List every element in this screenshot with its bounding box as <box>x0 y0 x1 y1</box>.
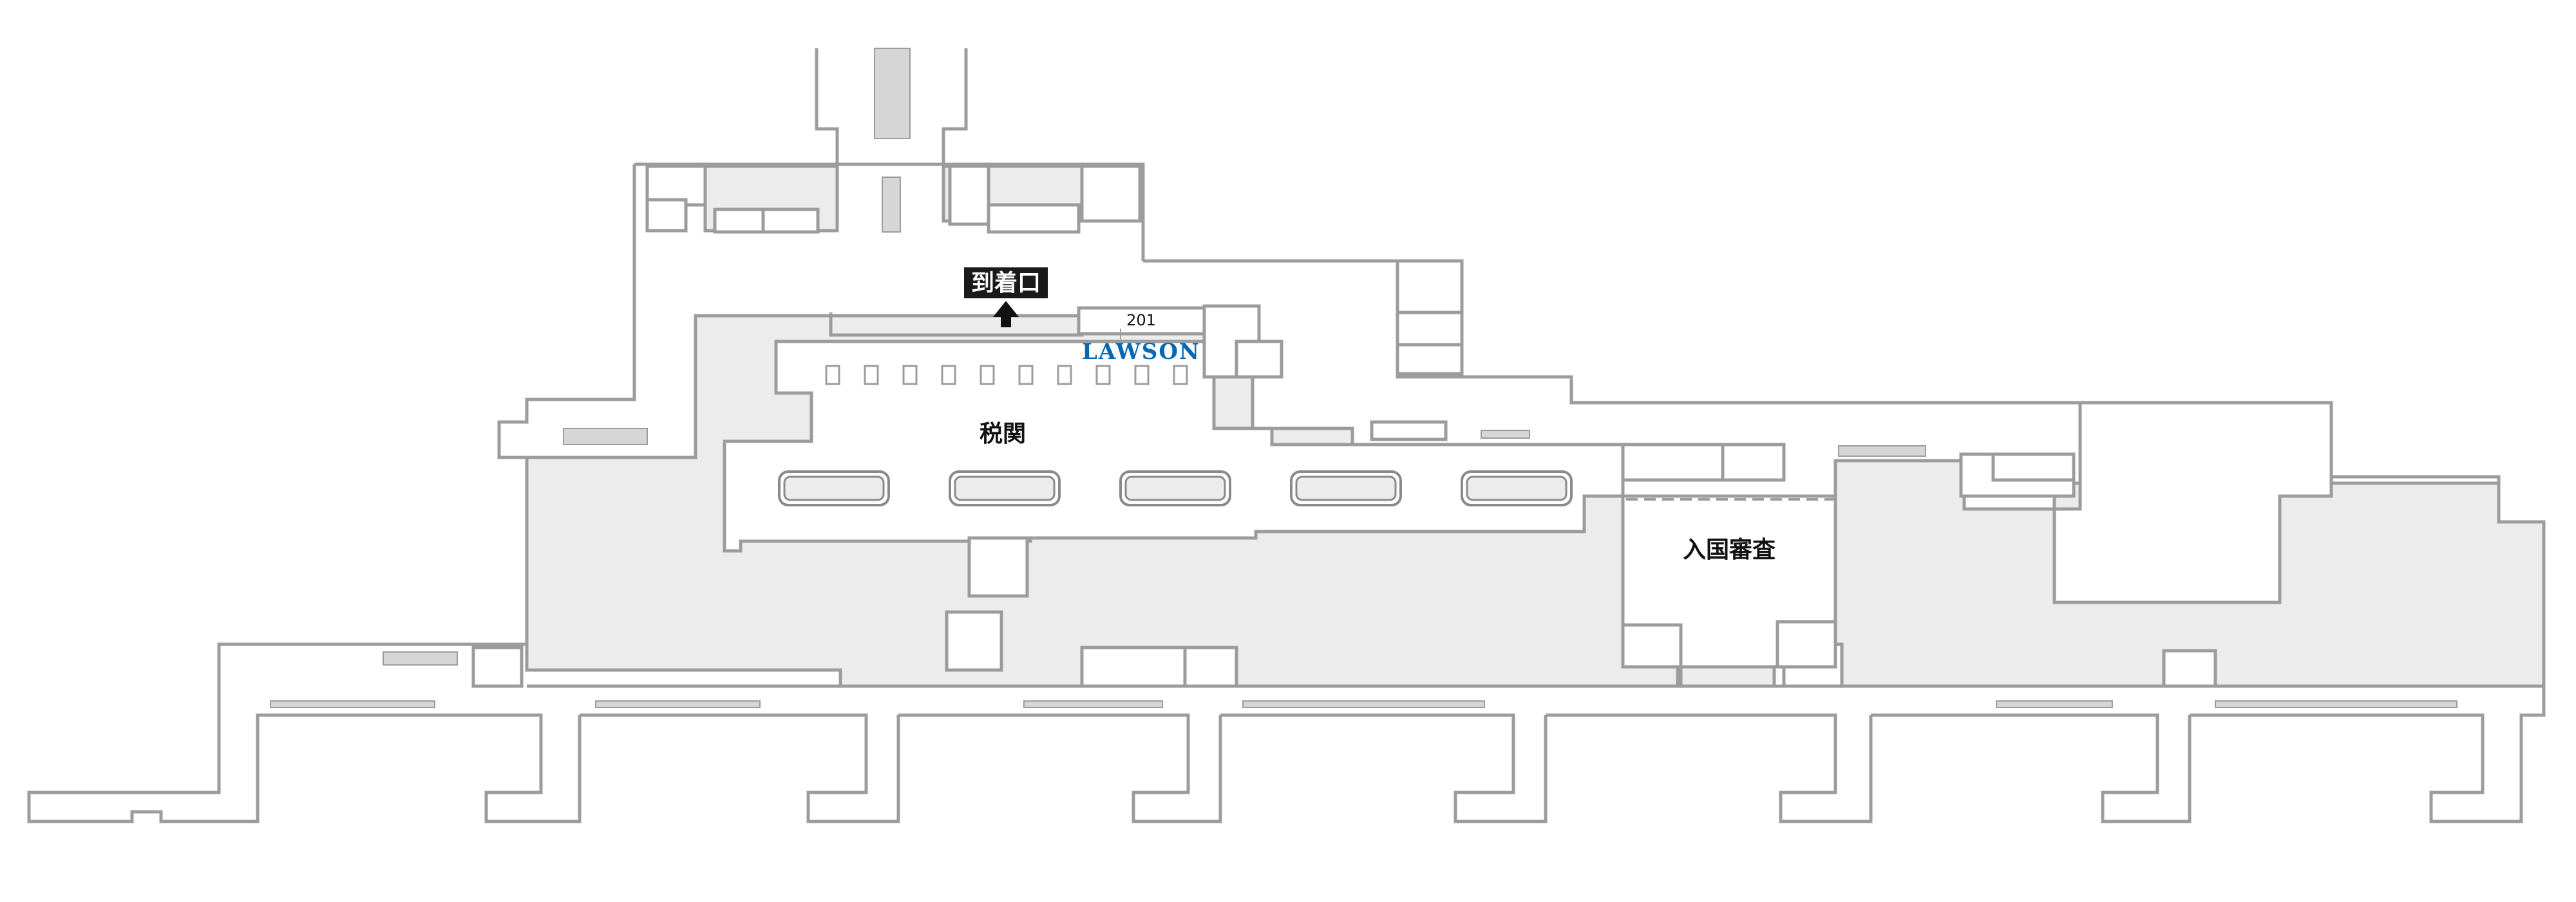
customs-booth <box>941 365 956 385</box>
moving-walkways <box>270 428 2458 708</box>
upper-block <box>632 162 1145 261</box>
baggage-carousel <box>1461 470 1573 506</box>
room-se-3 <box>1776 620 1837 669</box>
room-ur-1 <box>948 164 990 226</box>
baggage-carousel <box>1119 470 1231 506</box>
room-s-2 <box>967 536 1029 598</box>
room-s-1 <box>945 610 1003 672</box>
baggage-carousel <box>1290 470 1402 506</box>
customs-booth <box>1057 365 1072 385</box>
room-w-1 <box>471 646 524 688</box>
room-e-1 <box>1621 443 1725 482</box>
stairs-top <box>874 48 911 139</box>
arrival-gate-strip <box>829 306 1206 337</box>
counter-e <box>1370 420 1448 441</box>
lawson-logo: LAWSON <box>1082 339 1200 365</box>
customs-booth <box>1018 365 1034 385</box>
arrival-exit-label-box <box>964 267 1048 298</box>
customs-booth <box>980 365 995 385</box>
stairs-mid <box>882 177 901 233</box>
customs-booth <box>1095 365 1111 385</box>
baggage-carousels <box>778 470 1573 506</box>
room-ul-2 <box>645 198 688 233</box>
arrow-up-icon <box>993 301 1019 327</box>
lawson-shop <box>1077 306 1206 336</box>
room-e-2 <box>1721 443 1786 482</box>
baggage-carousel <box>778 470 890 506</box>
customs-booth <box>1173 365 1188 385</box>
room-ul-3 <box>713 207 765 234</box>
arrival-exit-label: 到着口 <box>964 267 1048 298</box>
gate-piers <box>527 684 2546 823</box>
immigration-label: 入国審査 <box>1683 537 1776 563</box>
room-se-2 <box>2162 649 2217 688</box>
room-e-4 <box>1991 452 2076 482</box>
room-s-4 <box>1183 646 1238 688</box>
arrival-exit-text: 到着口 <box>971 270 1041 296</box>
room-ne-1 <box>1396 259 1464 376</box>
room-s-3 <box>1080 646 1190 688</box>
customs-booth <box>864 365 879 385</box>
room-ur-3 <box>1080 164 1142 223</box>
room-ul-4 <box>761 207 820 234</box>
room-ur-2 <box>987 203 1081 234</box>
customs-label: 税関 <box>980 421 1026 447</box>
room-lawson-side-2 <box>1235 340 1283 379</box>
shop-number: 201 <box>1126 311 1156 329</box>
customs-booth <box>825 365 840 385</box>
baggage-carousel <box>949 470 1061 506</box>
customs-booth <box>1134 365 1150 385</box>
north-corridor <box>815 48 968 233</box>
customs-booths <box>825 365 1188 385</box>
customs-booth <box>902 365 918 385</box>
east-block <box>2052 401 2333 604</box>
